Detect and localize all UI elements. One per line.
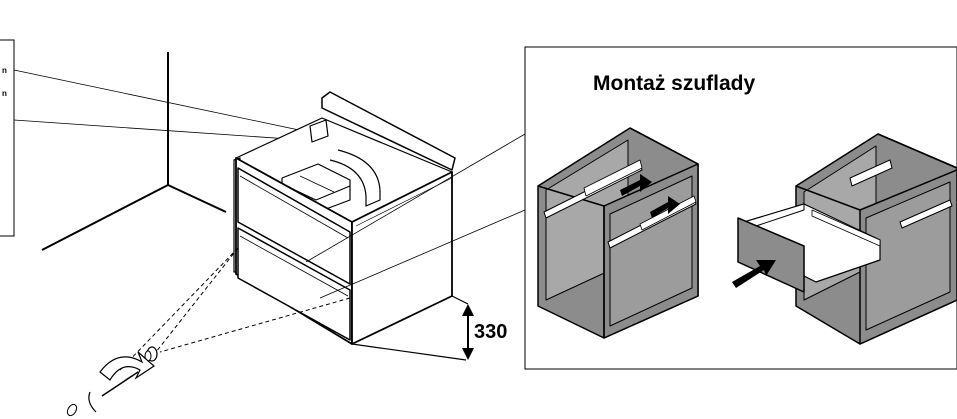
drawer-installation-inset: Montaż szuflady (524, 46, 957, 370)
push-arrow-icon (732, 260, 776, 288)
left-callout-box: n n (0, 39, 319, 237)
inset-cabinet-left (537, 127, 699, 339)
mounting-hardware (66, 247, 351, 417)
callout-leader-line-1 (13, 69, 319, 135)
cabinet (233, 91, 456, 345)
inset-drawer-front (737, 217, 805, 293)
screw-icon (101, 371, 139, 397)
callout-text-2: n (2, 89, 7, 98)
dimension-label: 330 (474, 321, 507, 343)
upper-drawer-front (237, 167, 351, 285)
room-corner (41, 52, 227, 251)
hanging-bracket (309, 119, 329, 143)
height-dimension: 330 (351, 295, 507, 361)
lower-drawer-front (237, 227, 351, 341)
washer-icon (66, 403, 78, 417)
inset-title: Montaż szuflady (593, 72, 755, 95)
cabinet-back-panel (321, 91, 456, 171)
callout-leader-line-2 (13, 119, 305, 141)
inset-cabinet-right (732, 133, 957, 345)
callout-text-1: n (2, 66, 7, 75)
inset-leader-lines (305, 133, 526, 299)
rotation-arrow-icon (99, 351, 155, 381)
